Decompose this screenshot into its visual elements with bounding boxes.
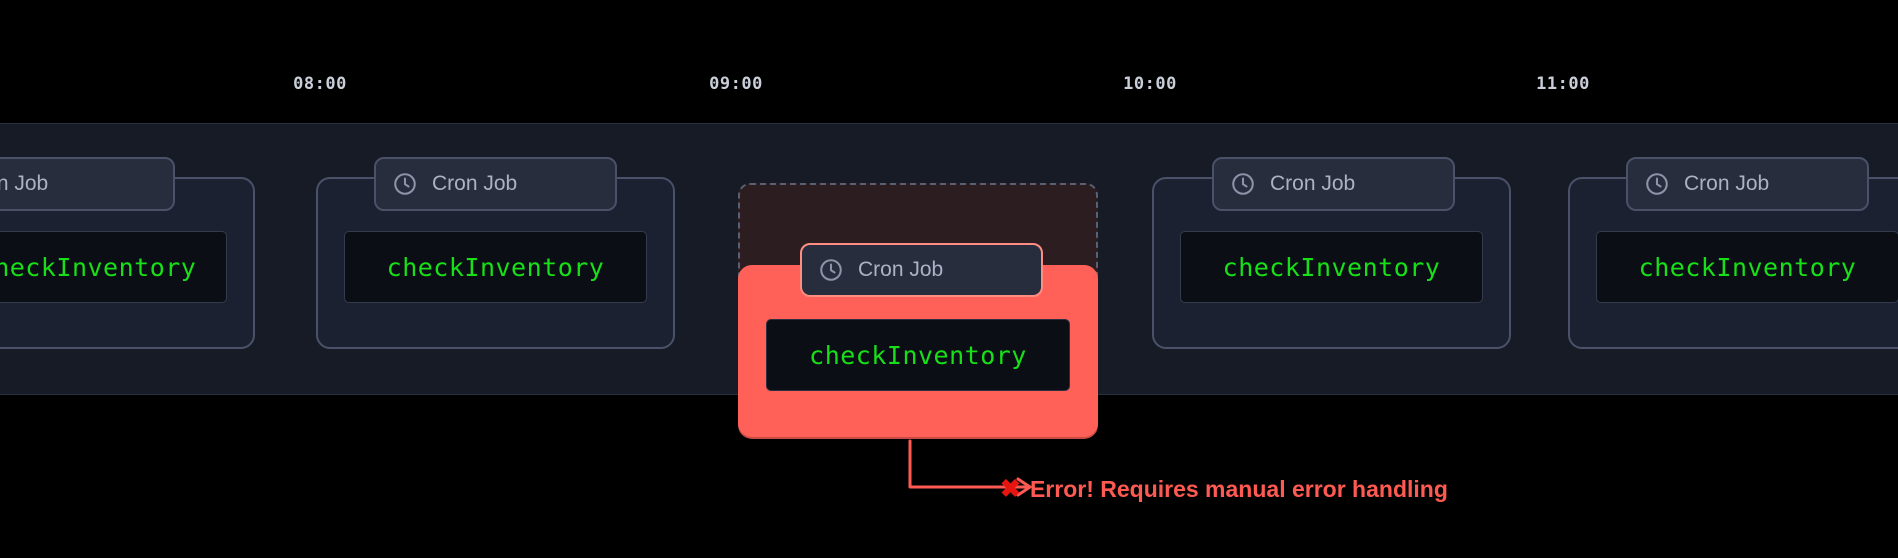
timeline-tick-0800: 08:00	[293, 74, 347, 94]
error-callout-arrow	[908, 439, 1032, 497]
timeline-tick-0900: 09:00	[709, 74, 763, 94]
timeline-ruler: 08:00 09:00 10:00 11:00	[0, 0, 1898, 123]
timeline-tick-1000: 10:00	[1123, 74, 1177, 94]
cron-job-badge[interactable]: Cron Job	[800, 243, 1043, 297]
clock-icon	[1230, 171, 1256, 197]
cross-mark-icon: ✖	[1000, 475, 1021, 503]
timeline-tick-1100: 11:00	[1536, 74, 1590, 94]
function-name: checkInventory	[1638, 252, 1857, 282]
clock-icon	[392, 171, 418, 197]
function-name: checkInventory	[386, 252, 605, 282]
cron-job-badge[interactable]: Cron Job	[1626, 157, 1869, 211]
function-box: checkInventory	[1596, 231, 1898, 303]
cron-job-badge-label: Cron Job	[432, 172, 518, 195]
cron-job-badge[interactable]: Cron Job	[0, 157, 175, 211]
cron-job-card[interactable]: checkInventory	[1152, 177, 1511, 349]
cron-job-badge[interactable]: Cron Job	[1212, 157, 1455, 211]
cron-job-badge-label: Cron Job	[1270, 172, 1356, 195]
clock-icon	[1644, 171, 1670, 197]
cron-job-badge[interactable]: Cron Job	[374, 157, 617, 211]
error-callout-label: Error! Requires manual error handling	[1029, 476, 1448, 502]
cron-job-badge-label: Cron Job	[858, 258, 944, 281]
cron-job-card[interactable]: checkInventory	[0, 177, 255, 349]
error-callout: ✖ Error! Requires manual error handling	[1000, 476, 1448, 503]
function-box: checkInventory	[1180, 231, 1483, 303]
clock-icon	[818, 257, 844, 283]
function-name: checkInventory	[0, 252, 197, 282]
function-name: checkInventory	[809, 340, 1027, 370]
function-name: checkInventory	[1222, 252, 1441, 282]
cron-job-badge-label: Cron Job	[1684, 172, 1770, 195]
function-box: checkInventory	[0, 231, 227, 303]
cron-job-badge-label: Cron Job	[0, 172, 49, 195]
function-box: checkInventory	[766, 319, 1070, 391]
function-box: checkInventory	[344, 231, 647, 303]
